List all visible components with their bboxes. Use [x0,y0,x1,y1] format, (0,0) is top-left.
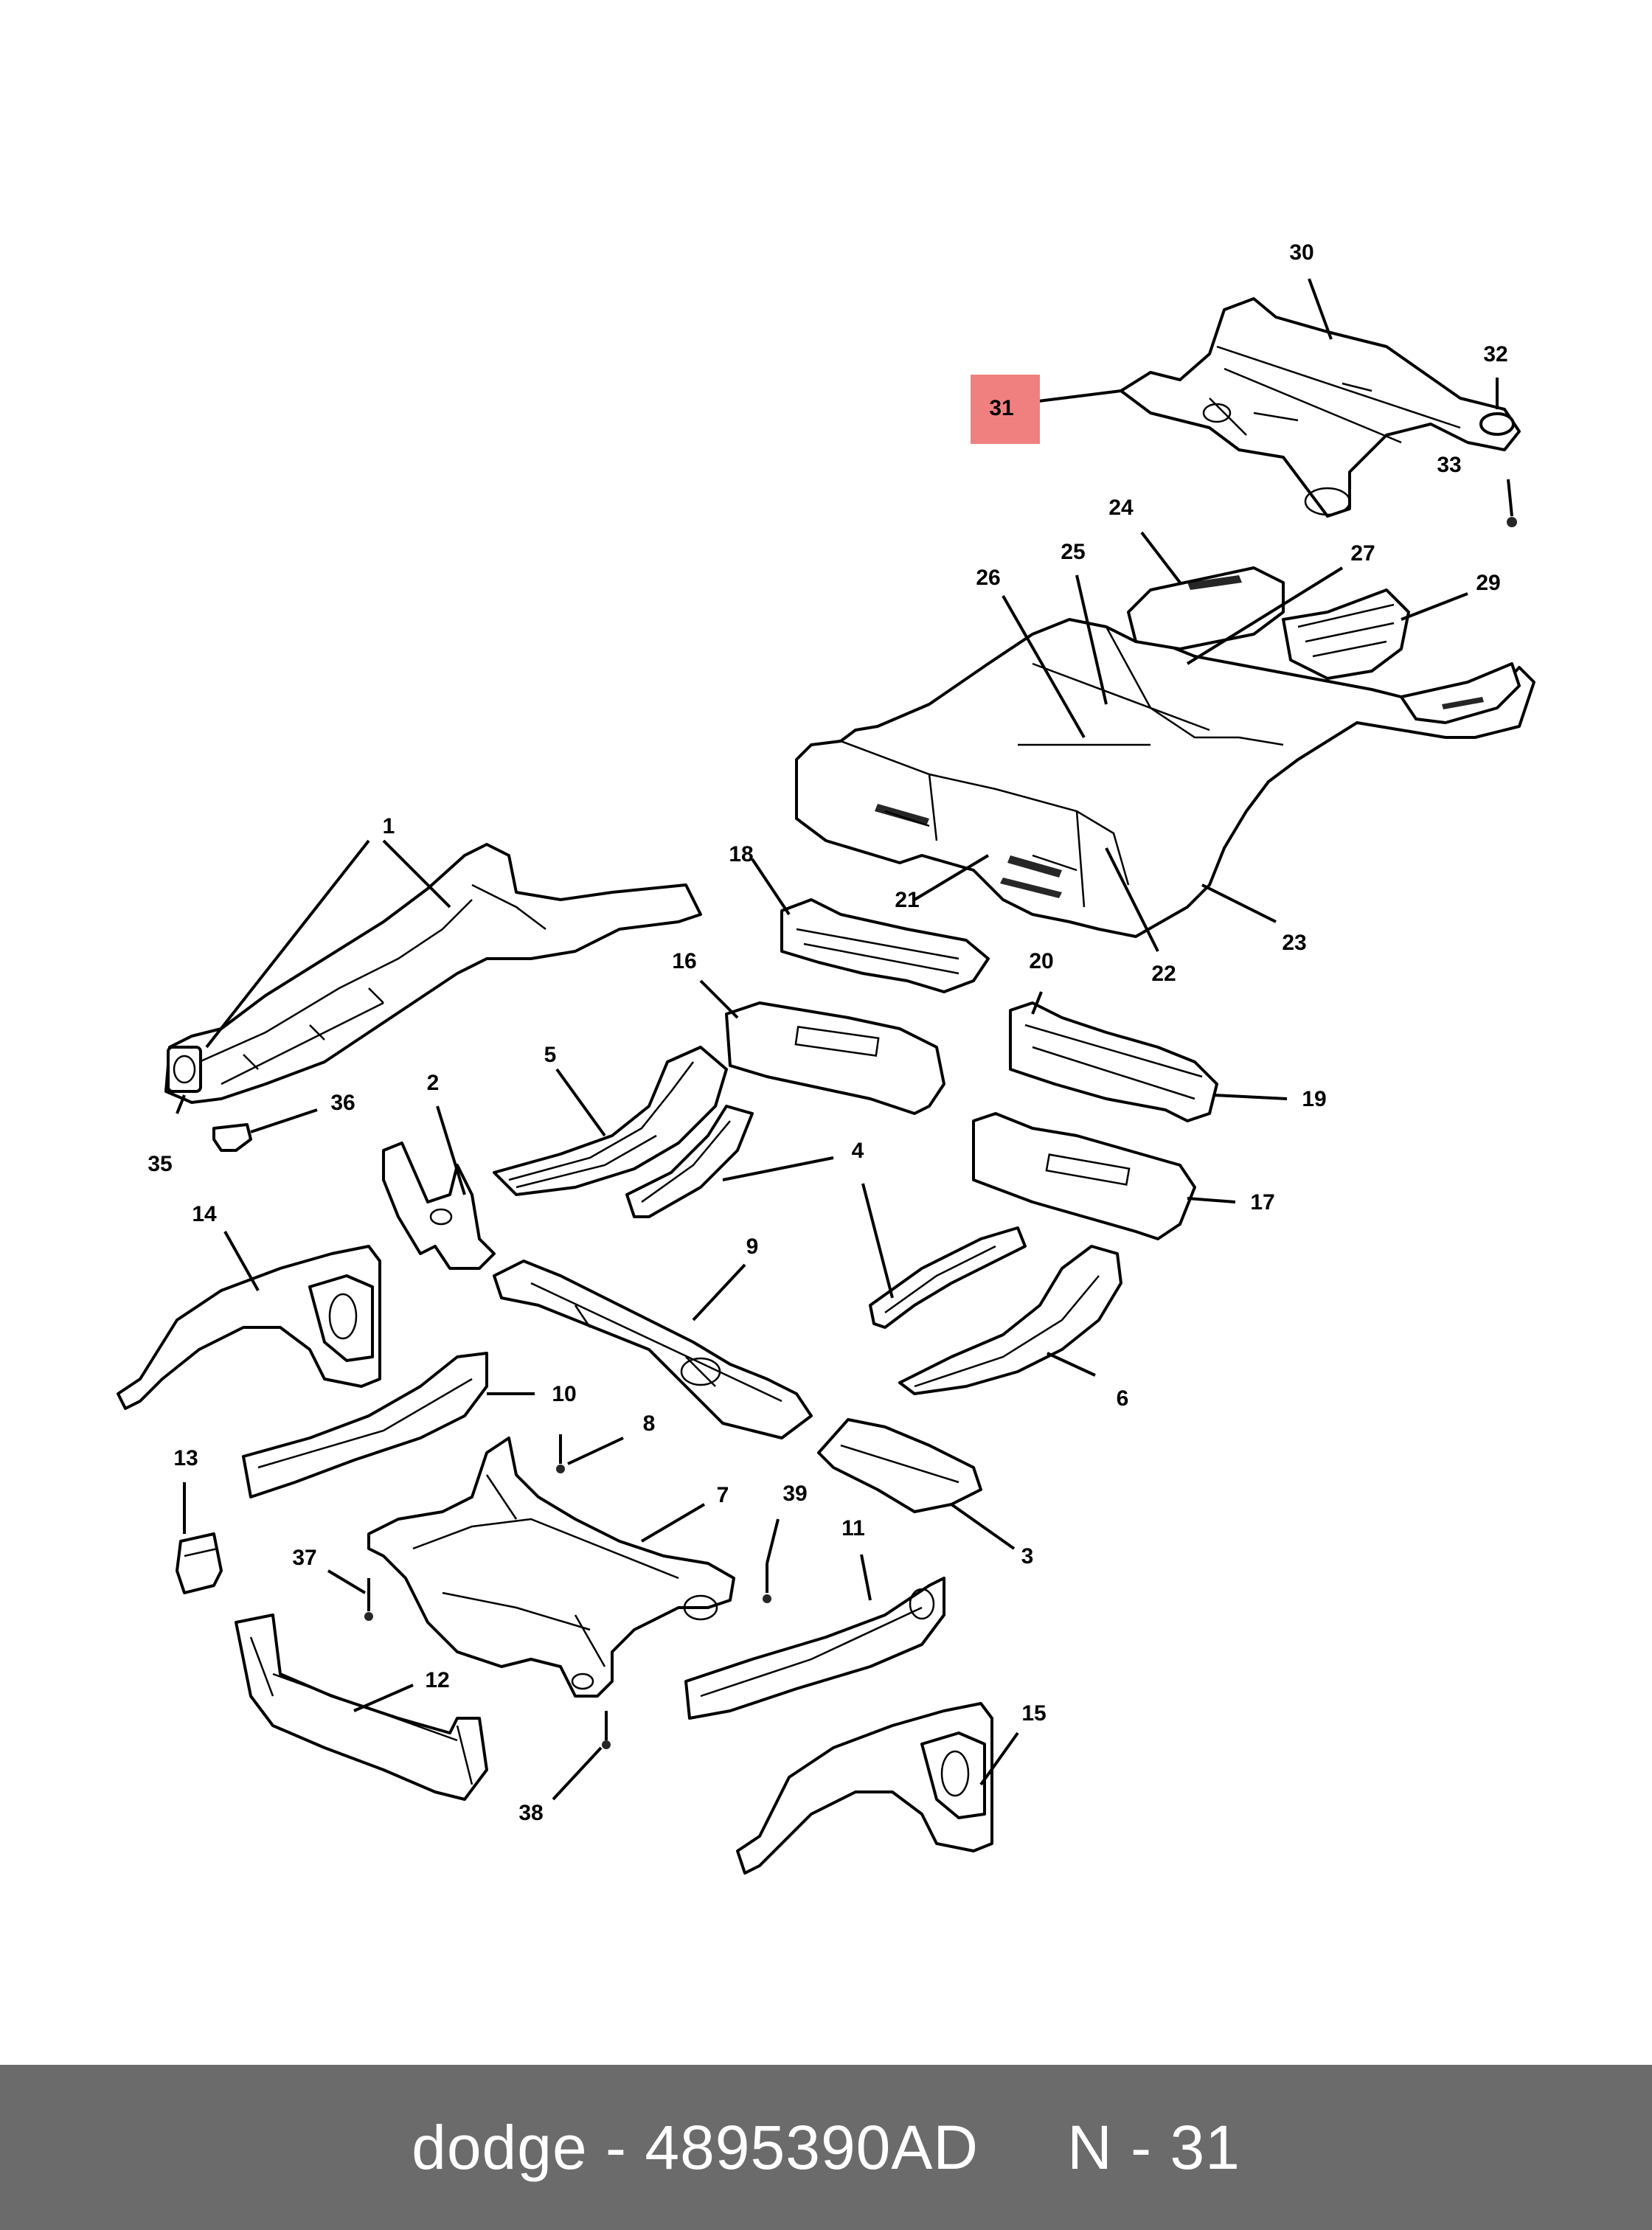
footer-ref-prefix: N [1067,2112,1113,2182]
callout-5: 5 [544,1043,557,1067]
part-8-bolt [556,1434,565,1473]
footer-separator: - [605,2112,628,2182]
part-14-fender-left [117,1245,381,1410]
footer-ref-separator: - [1131,2112,1153,2182]
part-39-bolt [763,1563,771,1603]
callout-16: 16 [672,949,696,973]
callout-9: 9 [746,1234,759,1259]
callout-11: 11 [841,1516,865,1540]
callout-27: 27 [1350,541,1375,566]
callout-17: 17 [1250,1190,1274,1215]
callout-labels: 30 31 32 33 24 25 26 27 29 1 18 21 22 23… [148,240,1507,1825]
leader-lines [176,278,1499,1801]
part-5-wheelhouse [493,1046,728,1196]
callout-23: 23 [1282,931,1306,955]
part-7-front-cradle [367,1437,735,1698]
callout-10: 10 [552,1382,576,1406]
part-rear-floor-assembly [795,566,1535,938]
callout-6: 6 [1117,1386,1129,1411]
footer-part-number: 4895390AD [645,2112,979,2182]
callout-33: 33 [1437,453,1461,477]
part-17-crossmember [972,1112,1196,1240]
part-16-crossmember [725,1001,945,1115]
callout-24: 24 [1108,496,1134,520]
callout-15: 15 [1021,1701,1046,1726]
footer-bar: dodge - 4895390AD N - 31 [0,2065,1652,2230]
part-10-rail [242,1352,488,1498]
callout-18: 18 [729,842,753,866]
callout-37: 37 [292,1546,316,1570]
callout-25: 25 [1061,540,1085,564]
callout-31: 31 [989,396,1013,420]
part-4-inner-rail-left [625,1105,754,1218]
part-3-bracket [817,1418,982,1513]
part-33-bolt [1507,479,1517,527]
callout-22: 22 [1151,962,1176,986]
callout-1: 1 [383,814,395,838]
callout-2: 2 [427,1071,440,1095]
part-38-bolt [602,1711,611,1749]
exploded-parts-diagram: 30 31 32 33 24 25 26 27 29 1 18 21 22 23… [117,240,1535,1875]
callout-20: 20 [1029,949,1053,973]
callout-35: 35 [148,1152,172,1176]
callout-7: 7 [717,1483,729,1507]
part-36-bracket [212,1123,252,1152]
callout-38: 38 [518,1801,543,1825]
callout-29: 29 [1476,571,1500,595]
part-4-inner-rail-right [869,1226,1027,1329]
part-13-bracket [176,1532,223,1594]
part-2-bracket [382,1142,496,1270]
part-20-19-crossmember [1009,1001,1218,1122]
callout-13: 13 [173,1446,198,1470]
part-6-wheelhouse [898,1245,1122,1395]
callout-30: 30 [1289,240,1313,265]
callout-12: 12 [425,1668,449,1692]
part-15-fender-right [736,1702,993,1875]
callout-19: 19 [1302,1087,1326,1111]
callout-4: 4 [852,1139,864,1163]
callout-39: 39 [782,1482,807,1506]
callout-14: 14 [192,1202,217,1226]
part-1-front-rail [164,843,702,1104]
part-9-tunnel [493,1260,813,1439]
part-18-crossmember [780,898,990,993]
callout-26: 26 [976,566,1000,590]
footer-brand: dodge [412,2112,588,2182]
callout-3: 3 [1021,1544,1034,1569]
part-11-rail [684,1577,945,1720]
part-30-rear-crossmember [1120,297,1521,518]
part-37-bolt [364,1578,373,1621]
callout-8: 8 [643,1411,656,1436]
callout-36: 36 [330,1091,355,1115]
footer-ref-number: 31 [1170,2112,1240,2182]
highlight-box-31 [971,375,1040,444]
callout-32: 32 [1483,342,1507,367]
callout-21: 21 [895,888,919,912]
